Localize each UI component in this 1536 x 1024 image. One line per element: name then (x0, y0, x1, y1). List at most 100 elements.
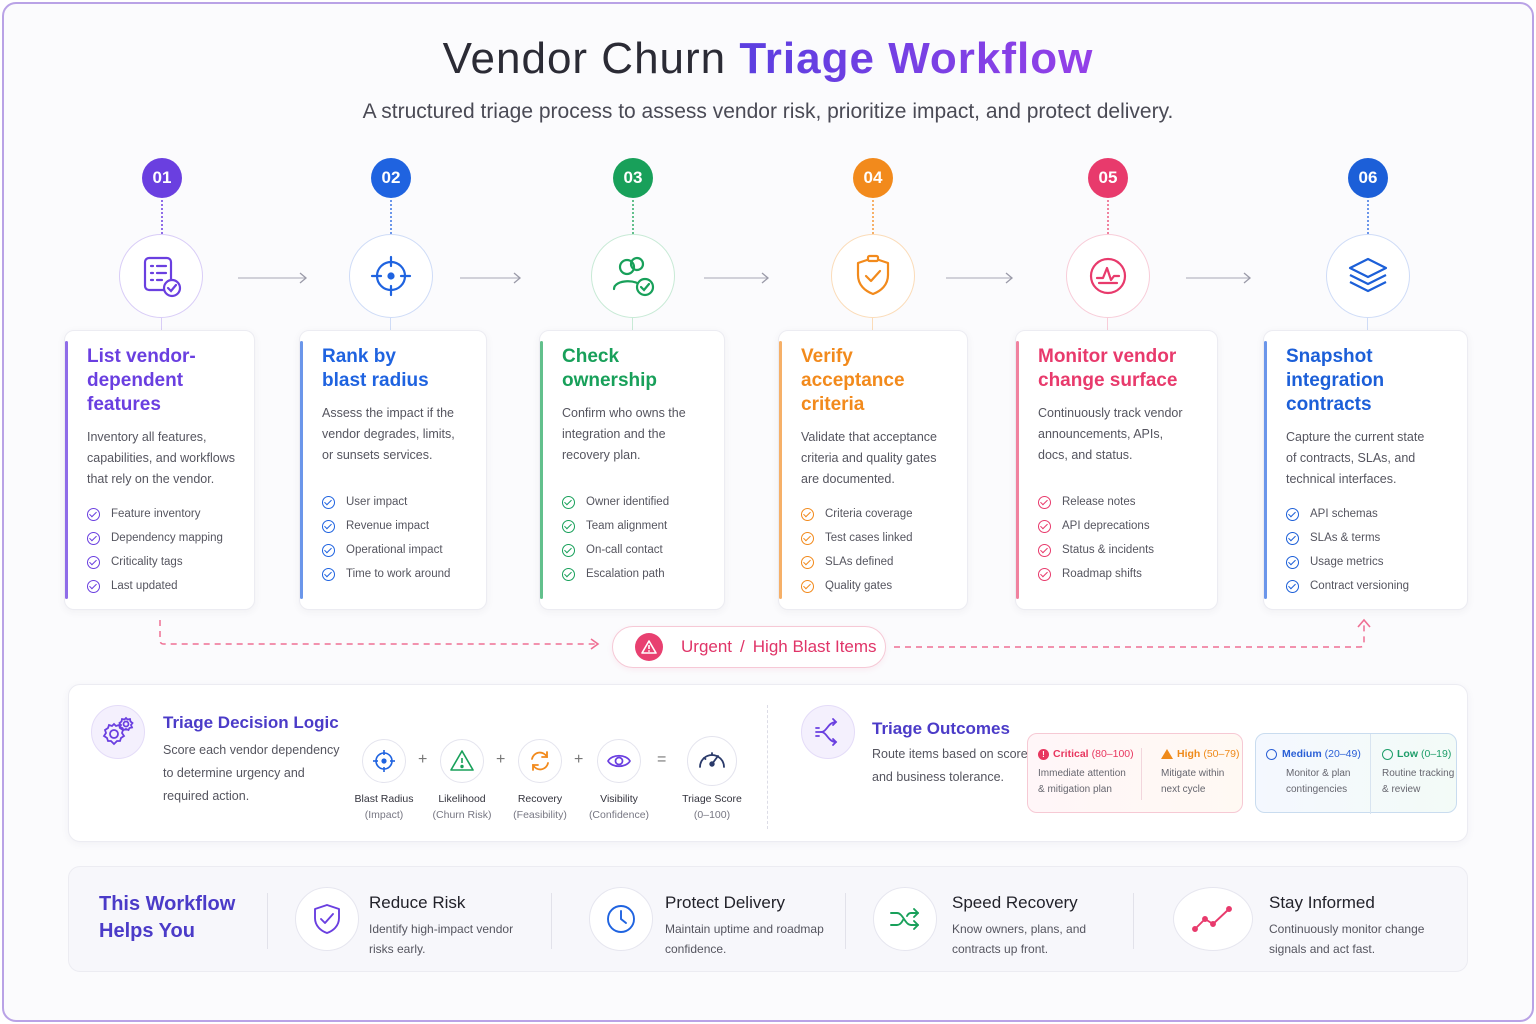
check-icon (1038, 495, 1051, 509)
factor-likelihood: Likelihood(Churn Risk) (432, 793, 492, 821)
step-number: 05 (1088, 158, 1128, 198)
checklist-item: Time to work around (322, 562, 468, 586)
outcome-critical: !Critical(80–100) Immediate attention& m… (1038, 748, 1134, 795)
check-icon (1286, 507, 1299, 521)
arrow-right-icon (460, 272, 522, 284)
checklist-item: API schemas (1286, 502, 1449, 526)
checklist-item: Dependency mapping (87, 526, 236, 550)
check-icon (801, 507, 814, 521)
check-icon (87, 579, 100, 593)
checklist-item: SLAs & terms (1286, 526, 1449, 550)
connector (1107, 200, 1109, 234)
checklist-item: Revenue impact (322, 514, 468, 538)
step-description: Inventory all features,capabilities, and… (87, 430, 235, 486)
page-subtitle: A structured triage process to assess ve… (362, 100, 1174, 123)
check-icon (322, 543, 335, 557)
shuffle-icon (873, 887, 937, 951)
warning-icon (1161, 749, 1173, 759)
factor-triage-score: Triage Score(0–100) (682, 793, 742, 821)
shield-clipboard-icon (831, 234, 915, 318)
outcome-box-urgent: !Critical(80–100) Immediate attention& m… (1027, 733, 1243, 813)
step-number: 04 (853, 158, 893, 198)
shield-check-icon (295, 887, 359, 951)
check-icon (562, 567, 575, 581)
crosshair-icon (362, 739, 406, 783)
check-icon (1038, 519, 1051, 533)
check-icon (87, 555, 100, 569)
check-icon (322, 567, 335, 581)
step-number: 03 (613, 158, 653, 198)
benefit-heading: Speed Recovery (952, 893, 1078, 912)
benefit-heading: Stay Informed (1269, 893, 1375, 912)
checklist-item: SLAs defined (801, 550, 949, 574)
checklist-item: Criticality tags (87, 550, 236, 574)
factor-visibility: Visibility(Confidence) (588, 793, 650, 821)
connector (872, 200, 874, 234)
check-icon (87, 507, 100, 521)
check-icon (322, 519, 335, 533)
check-icon (87, 531, 100, 545)
outcomes-title: Triage Outcomes (872, 719, 1010, 738)
connector (1367, 200, 1369, 234)
urgent-path (159, 618, 1371, 650)
pulse-monitor-icon (1066, 234, 1150, 318)
arrow-right-icon (1186, 272, 1252, 284)
check-icon (1286, 579, 1299, 593)
connector (161, 200, 163, 234)
triage-decision-panel: Triage Decision Logic Score each vendor … (68, 684, 1468, 842)
check-icon (322, 495, 335, 509)
step-number: 02 (371, 158, 411, 198)
check-icon (1038, 567, 1051, 581)
arrow-right-icon (704, 272, 770, 284)
step-number: 01 (142, 158, 182, 198)
checklist-icon (119, 234, 203, 318)
checklist-item: Contract versioning (1286, 574, 1449, 598)
checklist-item: Team alignment (562, 514, 706, 538)
benefit-heading: Reduce Risk (369, 893, 466, 912)
crosshair-icon (349, 234, 433, 318)
urgent-high-blast-badge: Urgent / High Blast Items (612, 626, 886, 668)
page-title: Vendor Churn Triage Workflow (442, 34, 1094, 83)
checklist-item: User impact (322, 490, 468, 514)
connector (632, 200, 634, 234)
check-icon (801, 579, 814, 593)
arrow-right-icon (238, 272, 308, 284)
eye-icon (597, 739, 641, 783)
benefit-heading: Protect Delivery (665, 893, 785, 912)
check-icon (562, 495, 575, 509)
checklist-item: Escalation path (562, 562, 706, 586)
check-icon (1286, 555, 1299, 569)
arrow-right-icon (946, 272, 1014, 284)
decision-title: Triage Decision Logic (163, 713, 339, 732)
check-icon (1038, 543, 1051, 557)
checklist-item: Roadmap shifts (1038, 562, 1199, 586)
clock-icon (589, 887, 653, 951)
checklist-item: Usage metrics (1286, 550, 1449, 574)
checklist-item: Status & incidents (1038, 538, 1199, 562)
warning-icon (635, 633, 663, 661)
checklist-item: Operational impact (322, 538, 468, 562)
factor-blast-radius: Blast Radius(Impact) (354, 793, 414, 821)
checklist-item: Criteria coverage (801, 502, 949, 526)
route-split-icon (801, 705, 855, 759)
